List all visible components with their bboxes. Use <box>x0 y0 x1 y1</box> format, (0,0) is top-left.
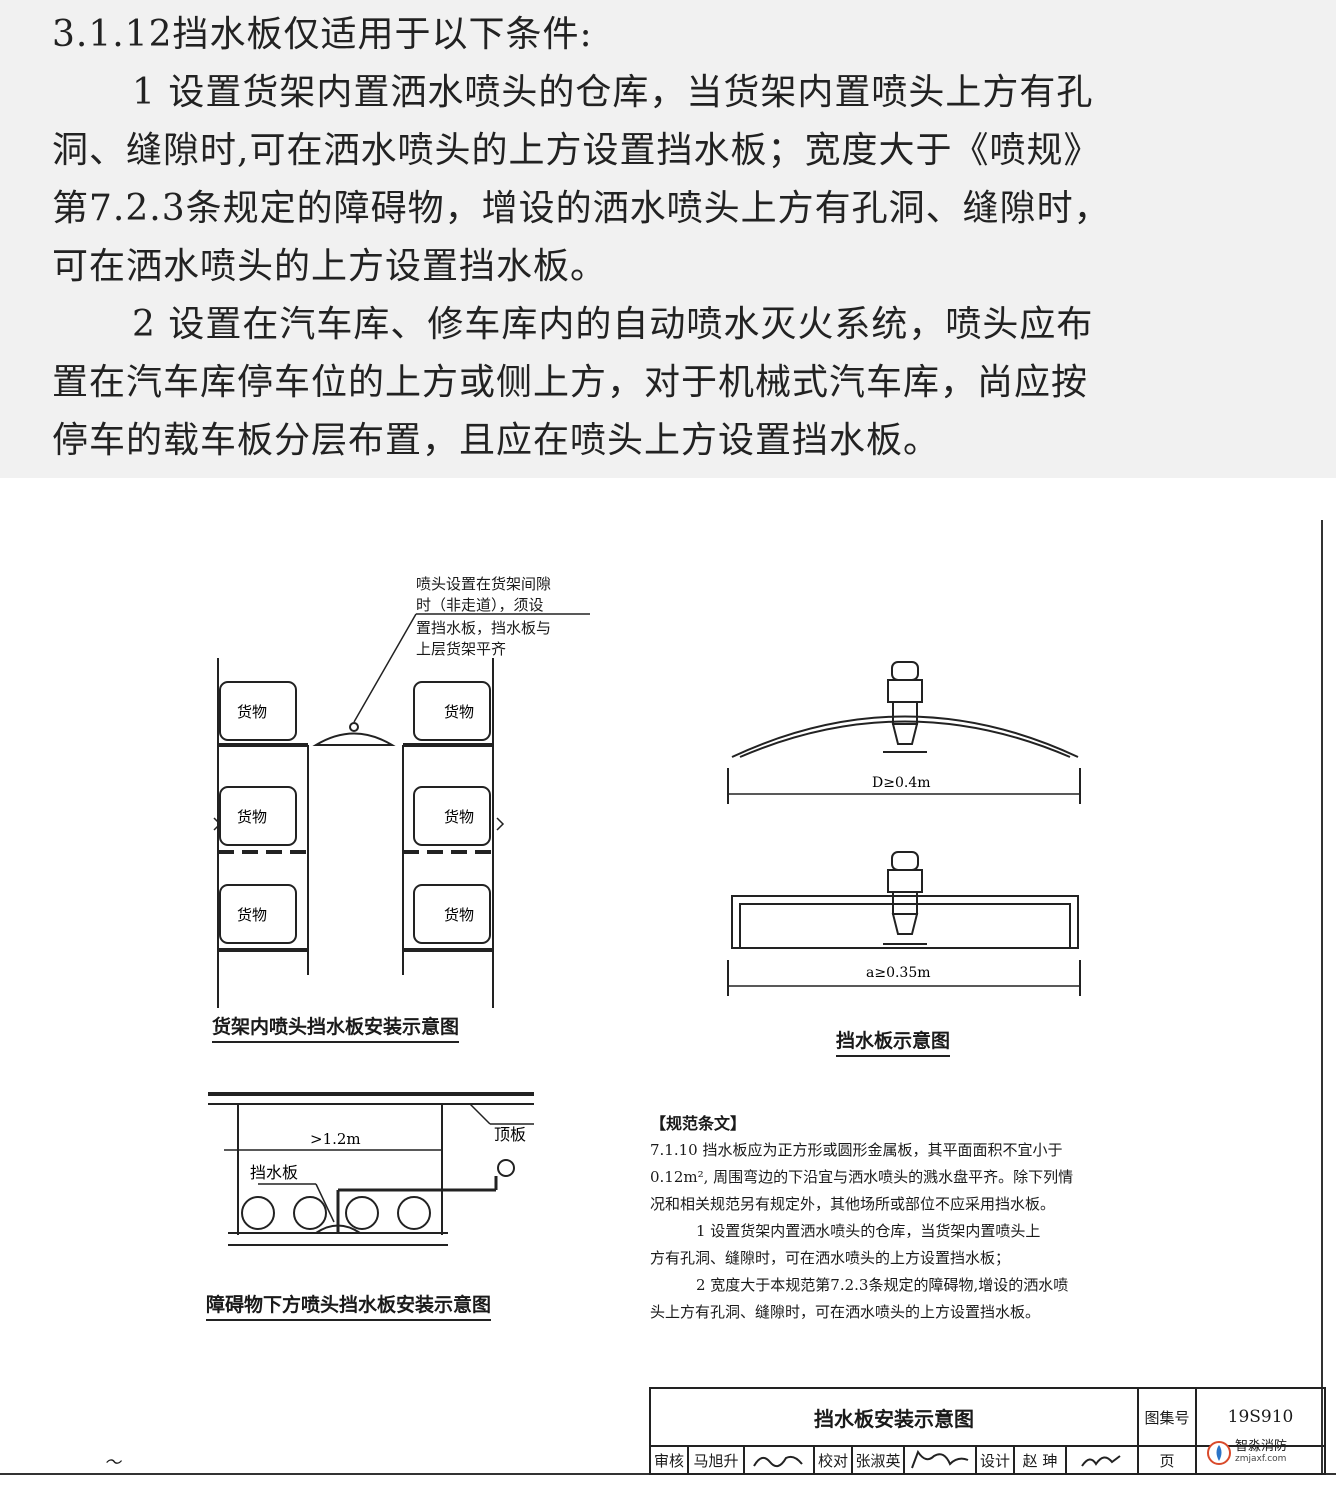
atlas-label: 图集号 <box>1144 1408 1190 1427</box>
goods-label-1: 货物 <box>237 703 267 721</box>
clause-2-line-3: 停车的载车板分层布置，且应在喷头上方设置挡水板。 <box>52 420 941 461</box>
watermark-url: zmjaxf.com <box>1235 1454 1287 1464</box>
title-block: 挡水板安装示意图 图集号 19S910 审核 马旭升 〜 校对 张淑英 设计 赵… <box>104 1388 1325 1474</box>
spec-title: 【规范条文】 <box>650 1114 747 1133</box>
review-signature: 〜 <box>104 1453 121 1473</box>
check-label: 校对 <box>817 1451 848 1470</box>
atlas-number: 19S910 <box>1227 1407 1294 1427</box>
plate-round-diagram <box>727 661 1081 804</box>
goods-label-2: 货物 <box>444 703 474 721</box>
clause-2-line-1: 2 设置在汽车库、修车库内的自动喷水灭火系统，喷头应布 <box>132 304 1094 345</box>
top-text-panel: 3.1.12挡水板仅适用于以下条件: 1 设置货架内置洒水喷头的仓库，当货架内置… <box>0 0 1336 478</box>
plate-caption: 挡水板示意图 <box>836 1026 951 1057</box>
spec-line-3: 况和相关规范另有规定外，其他场所或部位不应采用挡水板。 <box>650 1195 1056 1213</box>
obstacle-ceiling-label: 顶板 <box>494 1125 526 1144</box>
design-name: 赵 珅 <box>1022 1451 1058 1470</box>
clause-1-line-2: 洞、缝隙时,可在洒水喷头的上方设置挡水板；宽度大于《喷规》 <box>52 130 1101 171</box>
clause-1-line-4: 可在洒水喷头的上方设置挡水板。 <box>52 246 608 287</box>
goods-label-5: 货物 <box>237 906 267 924</box>
spec-item-2-line-1: 2 宽度大于本规范第7.2.3条规定的障碍物,增设的洒水喷 <box>696 1276 1069 1294</box>
clause-1-line-3: 第7.2.3条规定的障碍物，增设的洒水喷头上方有孔洞、缝隙时， <box>52 188 1111 229</box>
rack-note-line-4: 上层货架平齐 <box>416 640 507 658</box>
drawing-sheet: 货物 货物 货物 货物 货物 货物 D≥0.4m a≥0.35m <box>0 520 1336 1475</box>
clause-1-line-1: 1 设置货架内置洒水喷头的仓库，当货架内置喷头上方有孔 <box>132 72 1094 113</box>
rack-note-line-2: 时（非走道），须设 <box>416 596 544 614</box>
plate-dim-a: a≥0.35m <box>866 965 931 981</box>
goods-label-4: 货物 <box>444 808 474 826</box>
rack-note-line-3: 置挡水板，挡水板与 <box>416 619 552 637</box>
obstacle-caption: 障碍物下方喷头挡水板安装示意图 <box>206 1290 492 1321</box>
clause-2-line-2: 置在汽车库停车位的上方或侧上方，对于机械式汽车库，尚应按 <box>52 362 1089 403</box>
goods-label-3: 货物 <box>237 808 267 826</box>
rack-diagram <box>213 613 590 1008</box>
watermark-logo-icon <box>1207 1441 1231 1465</box>
review-signature-mark <box>753 1455 803 1468</box>
spec-item-1-line-1: 1 设置货架内置洒水喷头的仓库，当货架内置喷头上 <box>696 1222 1041 1240</box>
obstacle-plate-label: 挡水板 <box>250 1163 298 1182</box>
spec-item-1-line-2: 方有孔洞、缝隙时，可在洒水喷头的上方设置挡水板； <box>650 1249 1011 1267</box>
page-label: 页 <box>1159 1451 1175 1470</box>
clause-item-2: 2 设置在汽车库、修车库内的自动喷水灭火系统，喷头应布 置在汽车库停车位的上方或… <box>52 296 1232 470</box>
obstacle-diagram <box>208 1092 534 1246</box>
rack-note: 喷头设置在货架间隙 时（非走道），须设 置挡水板，挡水板与 上层货架平齐 <box>416 574 551 660</box>
plate-square-diagram <box>727 851 1081 996</box>
goods-label-6: 货物 <box>444 906 474 924</box>
clause-item-1: 1 设置货架内置洒水喷头的仓库，当货架内置喷头上方有孔 洞、缝隙时,可在洒水喷头… <box>52 64 1232 296</box>
watermark-text: 智淼消防 zmjaxf.com <box>1235 1440 1287 1466</box>
design-label: 设计 <box>979 1451 1010 1470</box>
drawing-title: 挡水板安装示意图 <box>814 1406 974 1431</box>
spec-line-2: 0.12m², 周围弯边的下沿宜与洒水喷头的溅水盘平齐。除下列情 <box>650 1168 1074 1186</box>
design-signature-mark <box>1081 1455 1121 1467</box>
rack-note-line-1: 喷头设置在货架间隙 <box>416 575 552 593</box>
obstacle-dim: >1.2m <box>310 1130 361 1148</box>
check-name: 张淑英 <box>855 1451 901 1470</box>
rack-caption: 货架内喷头挡水板安装示意图 <box>212 1012 460 1043</box>
spec-text: 【规范条文】 7.1.10 挡水板应为正方形或圆形金属板，其平面面积不宜小于 0… <box>650 1110 1190 1326</box>
plate-dim-d: D≥0.4m <box>872 775 931 791</box>
check-signature-mark <box>911 1449 969 1469</box>
watermark-name: 智淼消防 <box>1235 1439 1288 1454</box>
clause-heading: 3.1.12挡水板仅适用于以下条件: <box>52 14 593 55</box>
watermark: 智淼消防 zmjaxf.com <box>1206 1440 1287 1466</box>
review-name: 马旭升 <box>693 1451 739 1470</box>
spec-item-2-line-2: 头上方有孔洞、缝隙时，可在洒水喷头的上方设置挡水板。 <box>650 1303 1041 1321</box>
spec-line-1: 7.1.10 挡水板应为正方形或圆形金属板，其平面面积不宜小于 <box>650 1141 1063 1159</box>
review-label: 审核 <box>653 1451 684 1470</box>
